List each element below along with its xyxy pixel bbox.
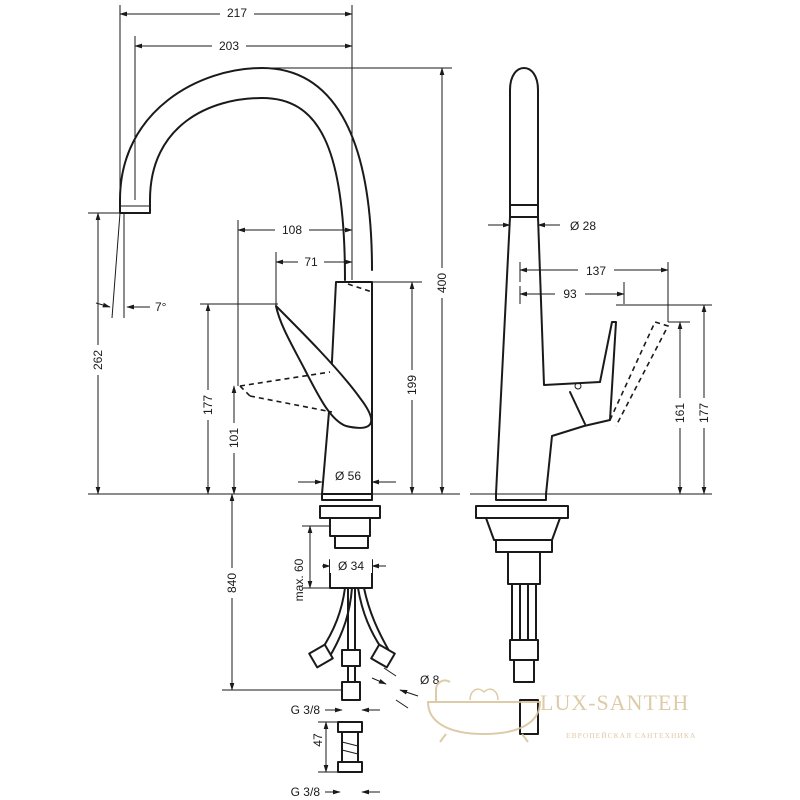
dim-203: 203 — [219, 39, 239, 53]
front-dimensions: 217 203 108 71 7° 262 177 — [88, 5, 460, 799]
dim-7deg: 7° — [155, 300, 167, 314]
base-plate — [319, 505, 381, 519]
dim-max60: max. 60 — [292, 558, 306, 601]
dim-161: 161 — [673, 403, 687, 423]
supply-hose-right — [357, 587, 385, 653]
side-base-plate — [475, 505, 569, 519]
dim-101: 101 — [227, 428, 241, 448]
bathtub-icon — [426, 679, 542, 743]
dim-137: 137 — [586, 264, 606, 278]
dim-262: 262 — [91, 350, 105, 370]
side-body — [495, 216, 617, 495]
dim-g38-top: G 3/8 — [291, 703, 321, 717]
dim-47: 47 — [311, 733, 325, 747]
dim-g38-bottom: G 3/8 — [291, 785, 321, 799]
spout-inner — [149, 97, 346, 281]
watermark-tagline: ЕВРОПЕЙСКАЯ САНТЕХНИКА — [566, 731, 696, 740]
dim-217: 217 — [227, 6, 247, 20]
dim-d28: Ø 28 — [570, 219, 596, 233]
dim-71: 71 — [304, 255, 318, 269]
dim-177-left: 177 — [201, 395, 215, 415]
front-view — [119, 67, 396, 773]
side-lever-alt — [609, 321, 670, 427]
dim-400: 400 — [435, 273, 449, 293]
dim-d34: Ø 34 — [338, 559, 364, 573]
dim-d56: Ø 56 — [335, 469, 361, 483]
watermark-brand: LUX-SANTEH — [540, 690, 689, 715]
side-dimensions: Ø 28 137 93 161 177 — [470, 219, 713, 495]
supply-hose-left — [319, 587, 346, 653]
dim-93: 93 — [563, 287, 577, 301]
lever-alt-position — [239, 371, 333, 413]
side-view — [475, 67, 670, 735]
dim-108: 108 — [282, 223, 302, 237]
dim-d8: Ø 8 — [420, 673, 440, 687]
watermark-logo: LUX-SANTEH ЕВРОПЕЙСКАЯ САНТЕХНИКА — [426, 679, 696, 743]
dim-840: 840 — [225, 573, 239, 593]
dim-199: 199 — [405, 375, 419, 395]
side-spout — [509, 67, 539, 206]
lever-handle — [275, 305, 373, 429]
dim-177-right: 177 — [697, 403, 711, 423]
